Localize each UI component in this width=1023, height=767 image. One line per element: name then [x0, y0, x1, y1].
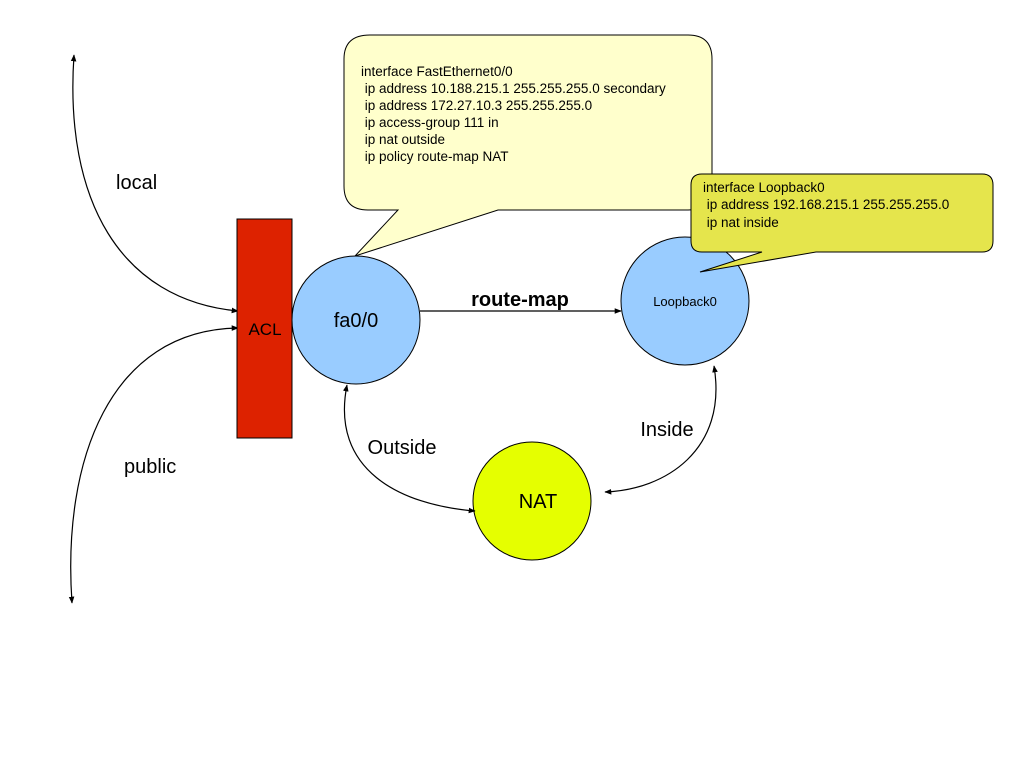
- fa00-config-callout: [343, 34, 713, 258]
- route-map-label: route-map: [471, 289, 569, 311]
- local-label: local: [116, 172, 157, 194]
- fa00-config-line: ip nat outside: [361, 132, 445, 147]
- loopback0-config-callout: [690, 173, 994, 273]
- inside-arrow: [604, 365, 718, 495]
- fa00-config-text: interface FastEthernet0/0 ip address 10.…: [361, 64, 666, 164]
- acl-block[interactable]: [236, 218, 293, 439]
- fa00-config-line: ip policy route-map NAT: [361, 149, 509, 164]
- fa00-label: fa0/0: [334, 310, 378, 332]
- fa00-config-line: ip address 172.27.10.3 255.255.255.0: [361, 98, 592, 113]
- public-label: public: [124, 456, 176, 478]
- local-arrow: [70, 54, 239, 314]
- public-arrow: [68, 325, 239, 604]
- nat-label: NAT: [519, 491, 558, 513]
- loopback0-config-line: interface Loopback0: [703, 180, 825, 195]
- outside-label: Outside: [368, 437, 437, 459]
- loopback0-config-text: interface Loopback0 ip address 192.168.2…: [703, 180, 949, 230]
- loopback0-config-line: ip address 192.168.215.1 255.255.255.0: [703, 197, 949, 212]
- loopback0-config-line: ip nat inside: [703, 215, 779, 230]
- fa00-config-line: ip address 10.188.215.1 255.255.255.0 se…: [361, 81, 666, 96]
- fa00-interface-node[interactable]: [291, 255, 421, 385]
- outside-arrow: [343, 384, 476, 514]
- fa00-config-line: interface FastEthernet0/0: [361, 64, 513, 79]
- acl-label: ACL: [248, 320, 281, 339]
- loopback0-label: Loopback0: [653, 294, 717, 309]
- inside-label: Inside: [640, 419, 693, 441]
- fa00-config-line: ip access-group 111 in: [361, 115, 499, 130]
